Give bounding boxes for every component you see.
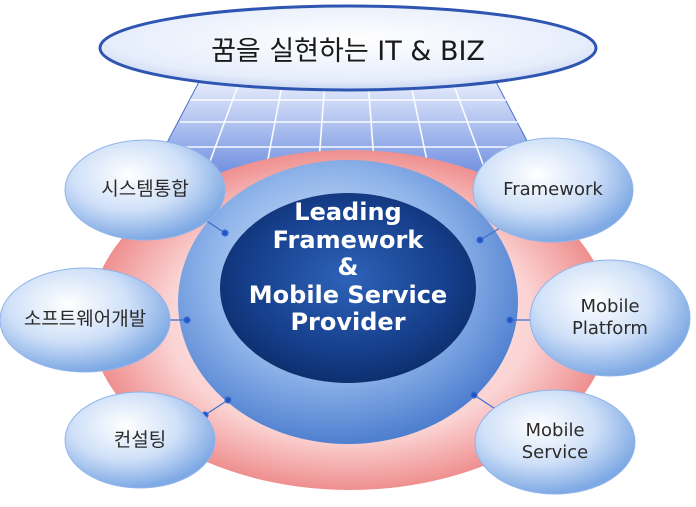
center-line-3: & [337, 253, 359, 282]
center-line-5: Provider [290, 308, 406, 337]
center-core [220, 193, 476, 383]
label-mobile-platform-line-2: Platform [572, 317, 648, 339]
node-software-development [0, 267, 171, 373]
center-line-4: Mobile Service [248, 280, 448, 309]
node-mobile-platform [529, 259, 691, 377]
label-mobile-platform-line-1: Mobile [580, 296, 640, 317]
title-ellipse [98, 4, 598, 92]
node-framework [472, 137, 634, 243]
node-consulting [64, 391, 216, 489]
center-line-1: Leading [294, 198, 402, 226]
label-mobile-service: Mobile Service [485, 420, 625, 463]
label-mobile-service-line-2: Service [521, 441, 589, 463]
label-software-development: 소프트웨어개발 [23, 308, 147, 330]
label-system-integration: 시스템통합 [101, 178, 189, 200]
node-system-integration [64, 139, 226, 241]
center-text: Leading Framework & Mobile Service Provi… [228, 198, 468, 337]
center-line-2: Framework [272, 225, 424, 254]
label-consulting: 컨설팅 [113, 429, 167, 451]
label-framework: Framework [503, 179, 603, 200]
label-mobile-platform: Mobile Platform [540, 296, 680, 339]
node-mobile-service [474, 389, 636, 495]
title-text: 꿈을 실현하는 IT & BIZ [211, 36, 485, 67]
label-mobile-service-line-1: Mobile [525, 420, 585, 441]
